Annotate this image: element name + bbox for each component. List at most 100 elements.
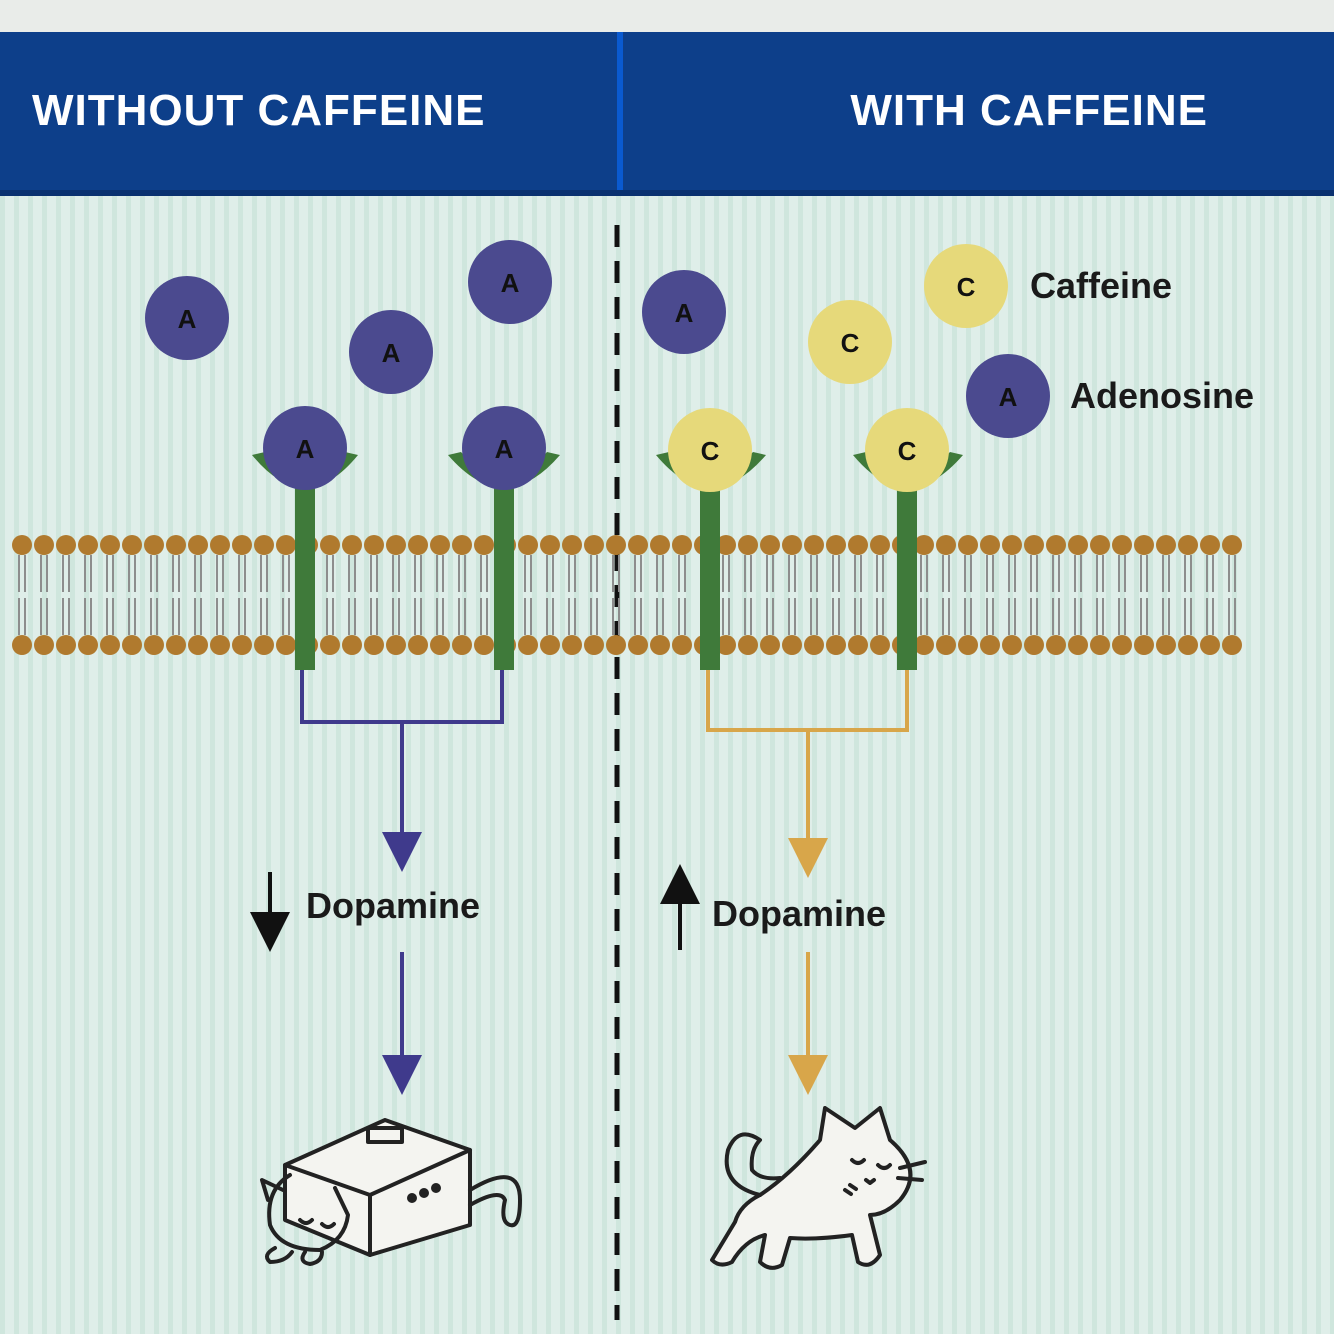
lipid-head <box>1002 535 1022 555</box>
lipid-head <box>826 635 846 655</box>
lipid-head <box>848 635 868 655</box>
lipid-head <box>144 535 164 555</box>
lipid-head <box>452 535 472 555</box>
lipid-head <box>342 635 362 655</box>
caffeine-legend-swatch: C <box>924 244 1008 328</box>
lipid-head <box>320 635 340 655</box>
lipid-head <box>914 635 934 655</box>
lipid-head <box>958 635 978 655</box>
lipid-head <box>606 635 626 655</box>
lipid-head <box>1090 635 1110 655</box>
svg-text:A: A <box>495 434 514 464</box>
lipid-head <box>1134 635 1154 655</box>
lipid-head <box>1178 635 1198 655</box>
lipid-head <box>254 635 274 655</box>
caffeine-molecules: C C C C <box>668 244 1008 492</box>
lipid-head <box>628 535 648 555</box>
lipid-head <box>804 535 824 555</box>
lipid-head <box>1134 535 1154 555</box>
adenosine-molecule: A <box>145 276 229 360</box>
lipid-head <box>562 535 582 555</box>
lipid-head <box>1046 635 1066 655</box>
lipid-head <box>408 635 428 655</box>
lipid-head <box>122 535 142 555</box>
walking-cat-icon <box>710 1106 927 1270</box>
lipid-head <box>1002 635 1022 655</box>
dopamine-label-right: Dopamine <box>712 893 886 934</box>
lipid-head <box>232 535 252 555</box>
lipid-head <box>1178 535 1198 555</box>
lipid-head <box>100 535 120 555</box>
adenosine-molecules: A A A A A A A <box>145 240 1050 490</box>
lipid-head <box>100 635 120 655</box>
lipid-head <box>672 635 692 655</box>
lipid-head <box>958 535 978 555</box>
lipid-head <box>34 635 54 655</box>
lipid-head <box>386 535 406 555</box>
lipid-head <box>12 635 32 655</box>
svg-text:C: C <box>701 436 720 466</box>
adenosine-legend-swatch: A <box>966 354 1050 438</box>
lipid-head <box>364 635 384 655</box>
lipid-head <box>452 635 472 655</box>
lipid-head <box>144 635 164 655</box>
left-signaling-pathway <box>300 670 504 1095</box>
lipid-head <box>716 535 736 555</box>
lipid-head <box>760 535 780 555</box>
svg-text:A: A <box>999 382 1018 412</box>
lipid-head <box>540 635 560 655</box>
lipid-head <box>936 635 956 655</box>
lipid-head <box>474 635 494 655</box>
lipid-head <box>1068 635 1088 655</box>
svg-text:C: C <box>957 272 976 302</box>
legend-adenosine-label: Adenosine <box>1070 375 1254 416</box>
adenosine-molecule: A <box>349 310 433 394</box>
lipid-head <box>518 635 538 655</box>
lipid-head <box>870 535 890 555</box>
lipid-head <box>914 535 934 555</box>
lipid-head <box>672 535 692 555</box>
adenosine-molecule: A <box>468 240 552 324</box>
lipid-head <box>320 535 340 555</box>
right-signaling-pathway <box>706 670 909 1095</box>
lipid-head <box>1068 535 1088 555</box>
adenosine-molecule: A <box>642 270 726 354</box>
lipid-head <box>584 635 604 655</box>
lipid-head <box>562 635 582 655</box>
lipid-head <box>342 535 362 555</box>
background <box>0 196 1334 1334</box>
caffeine-bound: C <box>668 408 752 492</box>
sleepy-cat-in-box-icon <box>260 1118 522 1266</box>
lipid-head <box>1024 535 1044 555</box>
legend-caffeine-label: Caffeine <box>1030 265 1172 306</box>
lipid-head <box>188 635 208 655</box>
lipid-head <box>540 535 560 555</box>
lipid-head <box>1112 535 1132 555</box>
lipid-head <box>1200 535 1220 555</box>
svg-text:C: C <box>898 436 917 466</box>
lipid-head <box>364 535 384 555</box>
lipid-head <box>980 635 1000 655</box>
cell-membrane <box>12 535 1242 655</box>
lipid-head <box>474 535 494 555</box>
lipid-head <box>122 635 142 655</box>
lipid-head <box>56 535 76 555</box>
lipid-head <box>760 635 780 655</box>
lipid-head <box>166 535 186 555</box>
lipid-head <box>716 635 736 655</box>
lipid-head <box>430 635 450 655</box>
header-with-caffeine: WITH CAFFEINE <box>850 86 1208 135</box>
adenosine-bound: A <box>462 406 546 490</box>
header-without-caffeine: WITHOUT CAFFEINE <box>0 32 623 190</box>
lipid-head <box>408 535 428 555</box>
caffeine-mechanism-diagram: A A A A A A A C <box>0 196 1334 1334</box>
lipid-head <box>1156 635 1176 655</box>
lipid-head <box>276 535 296 555</box>
lipid-head <box>210 635 230 655</box>
lipid-head <box>1046 535 1066 555</box>
lipid-head <box>232 635 252 655</box>
lipid-head <box>188 535 208 555</box>
lipid-head <box>1222 635 1242 655</box>
caffeine-molecule: C <box>808 300 892 384</box>
lipid-head <box>12 535 32 555</box>
